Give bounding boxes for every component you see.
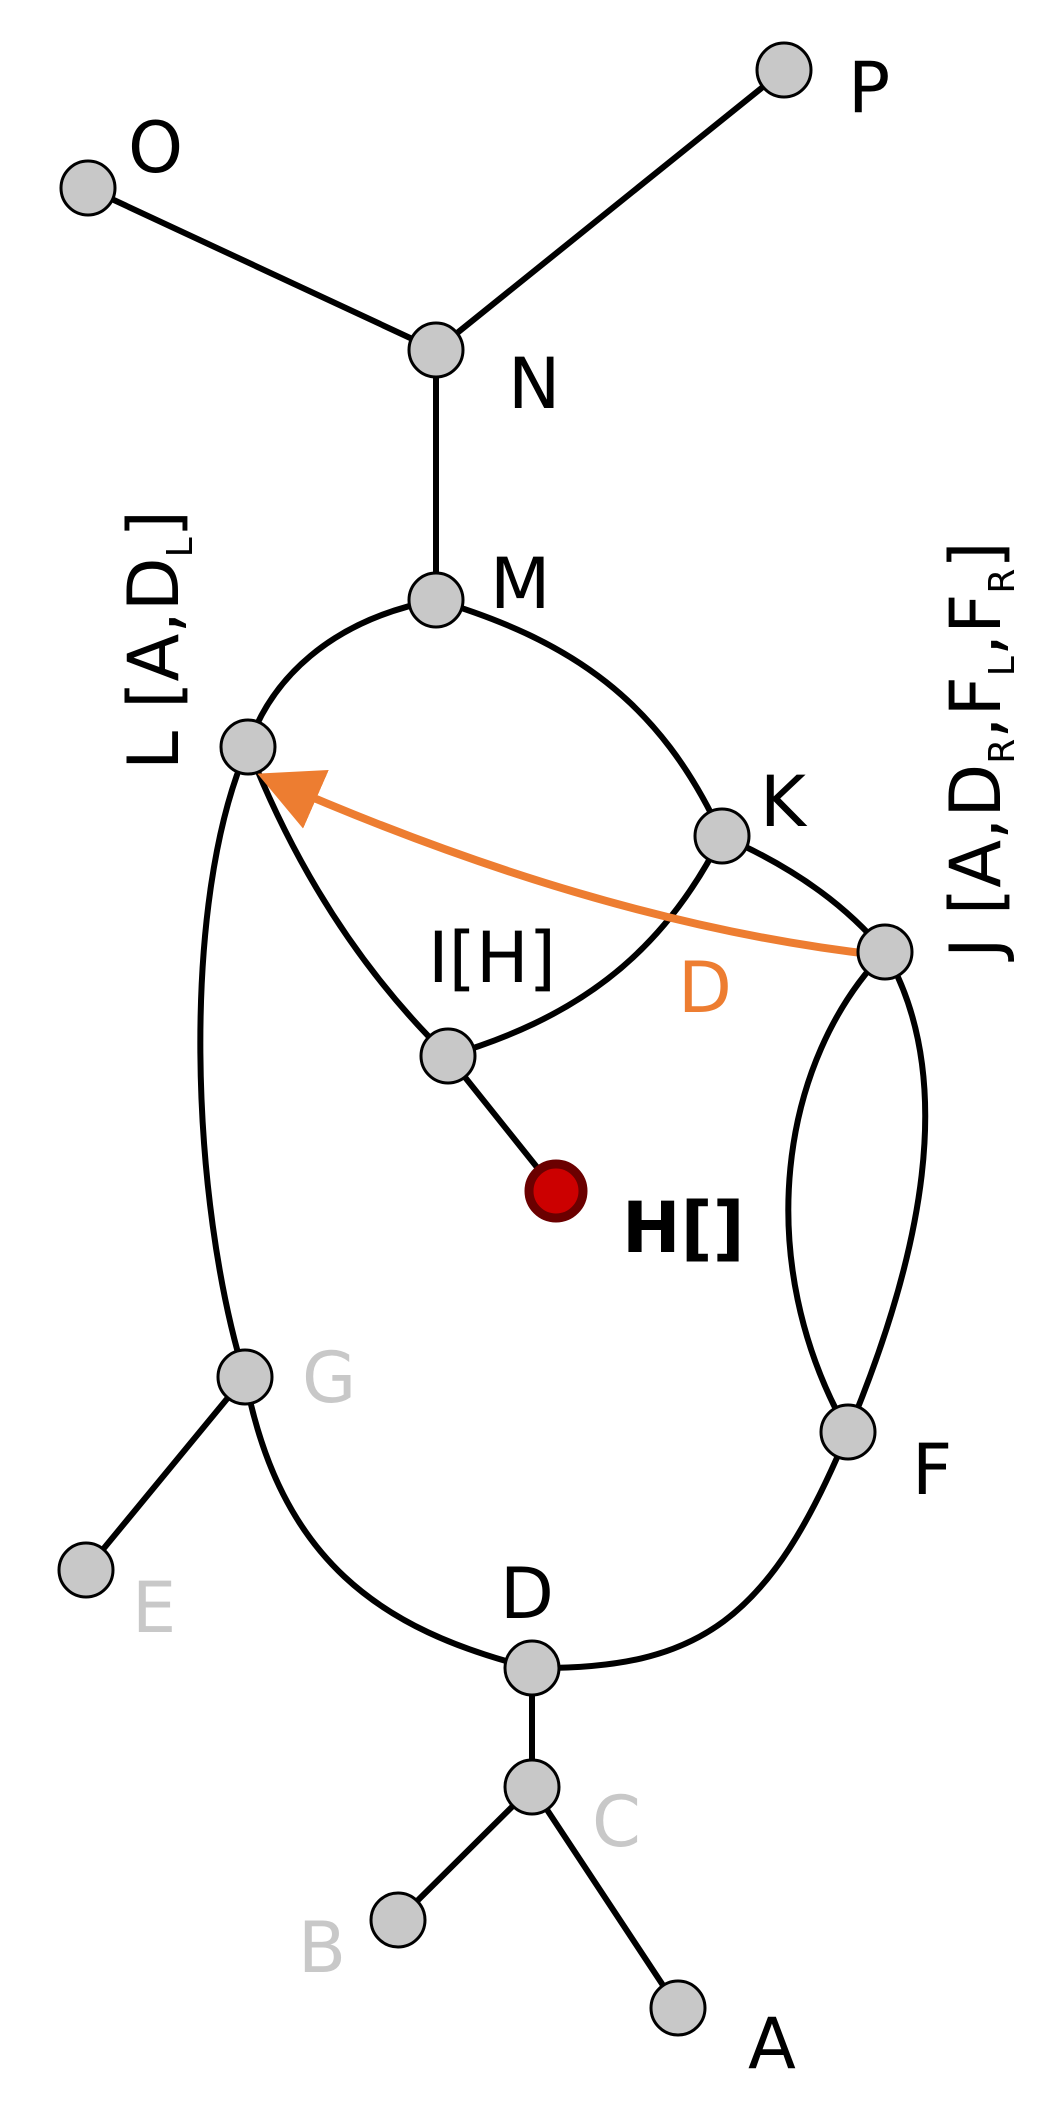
label-l-sub: L <box>160 537 201 557</box>
node-k <box>693 807 751 865</box>
node-d <box>503 1639 561 1697</box>
label-j: J [A,DR,FL,FR] <box>935 541 1023 962</box>
label-d: D <box>500 1553 554 1635</box>
label-j-sub3: R <box>982 569 1023 594</box>
edge-g-d <box>242 1374 535 1671</box>
node-m <box>407 571 465 629</box>
label-j-mid1: ,F <box>935 676 1017 739</box>
label-j-sub1: R <box>982 739 1023 764</box>
edge-g-e <box>83 1374 248 1573</box>
node-n <box>407 321 465 379</box>
edge-m-l <box>245 597 439 750</box>
node-g <box>216 1348 274 1406</box>
label-j-sub2: L <box>982 656 1023 676</box>
labels: O P N M K I[H] H[] G F E D C B A L [A,DL… <box>113 47 1023 2085</box>
label-j-end: ] <box>935 541 1017 568</box>
label-m: M <box>490 543 550 625</box>
edges <box>83 67 929 2011</box>
node-p <box>755 41 813 99</box>
label-n: N <box>508 343 560 425</box>
label-k: K <box>760 761 808 843</box>
edge-m-k <box>433 597 725 839</box>
node-o <box>59 159 117 217</box>
edge-j-f-outer <box>845 949 929 1435</box>
arrow-j-to-l <box>257 769 882 959</box>
edge-l-i <box>245 744 451 1059</box>
label-i: I[H] <box>428 917 556 999</box>
node-j <box>856 923 914 981</box>
arrow-label: D <box>678 947 732 1029</box>
node-e <box>57 1541 115 1599</box>
edge-c-b <box>395 1784 535 1923</box>
node-b <box>369 1891 427 1949</box>
label-f: F <box>912 1429 952 1511</box>
node-f <box>819 1403 877 1461</box>
edge-j-f-inner <box>785 949 888 1435</box>
node-c <box>503 1758 561 1816</box>
edge-f-d <box>529 1429 851 1672</box>
label-h: H[] <box>622 1187 745 1269</box>
label-p: P <box>848 47 890 129</box>
node-h <box>524 1159 588 1223</box>
label-g: G <box>302 1337 356 1419</box>
node-l <box>219 718 277 776</box>
label-l-main: L [A,D <box>113 557 195 770</box>
edge-o-n <box>85 185 439 353</box>
edge-c-a <box>529 1784 681 2011</box>
edge-l-g <box>197 744 251 1380</box>
edge-k-i <box>445 833 725 1059</box>
node-i <box>419 1027 477 1085</box>
node-a <box>649 1979 707 2037</box>
label-j-mid2: ,F <box>935 594 1017 657</box>
label-a: A <box>748 2003 796 2085</box>
label-c: C <box>592 1781 641 1863</box>
label-b: B <box>298 1907 346 1989</box>
label-j-main: J [A,D <box>935 764 1017 962</box>
label-l: L [A,DL] <box>113 510 201 770</box>
edge-p-n <box>433 67 787 353</box>
label-o: O <box>128 107 183 189</box>
label-l-end: ] <box>113 510 195 537</box>
nodes <box>57 41 914 2037</box>
label-e: E <box>132 1567 176 1649</box>
